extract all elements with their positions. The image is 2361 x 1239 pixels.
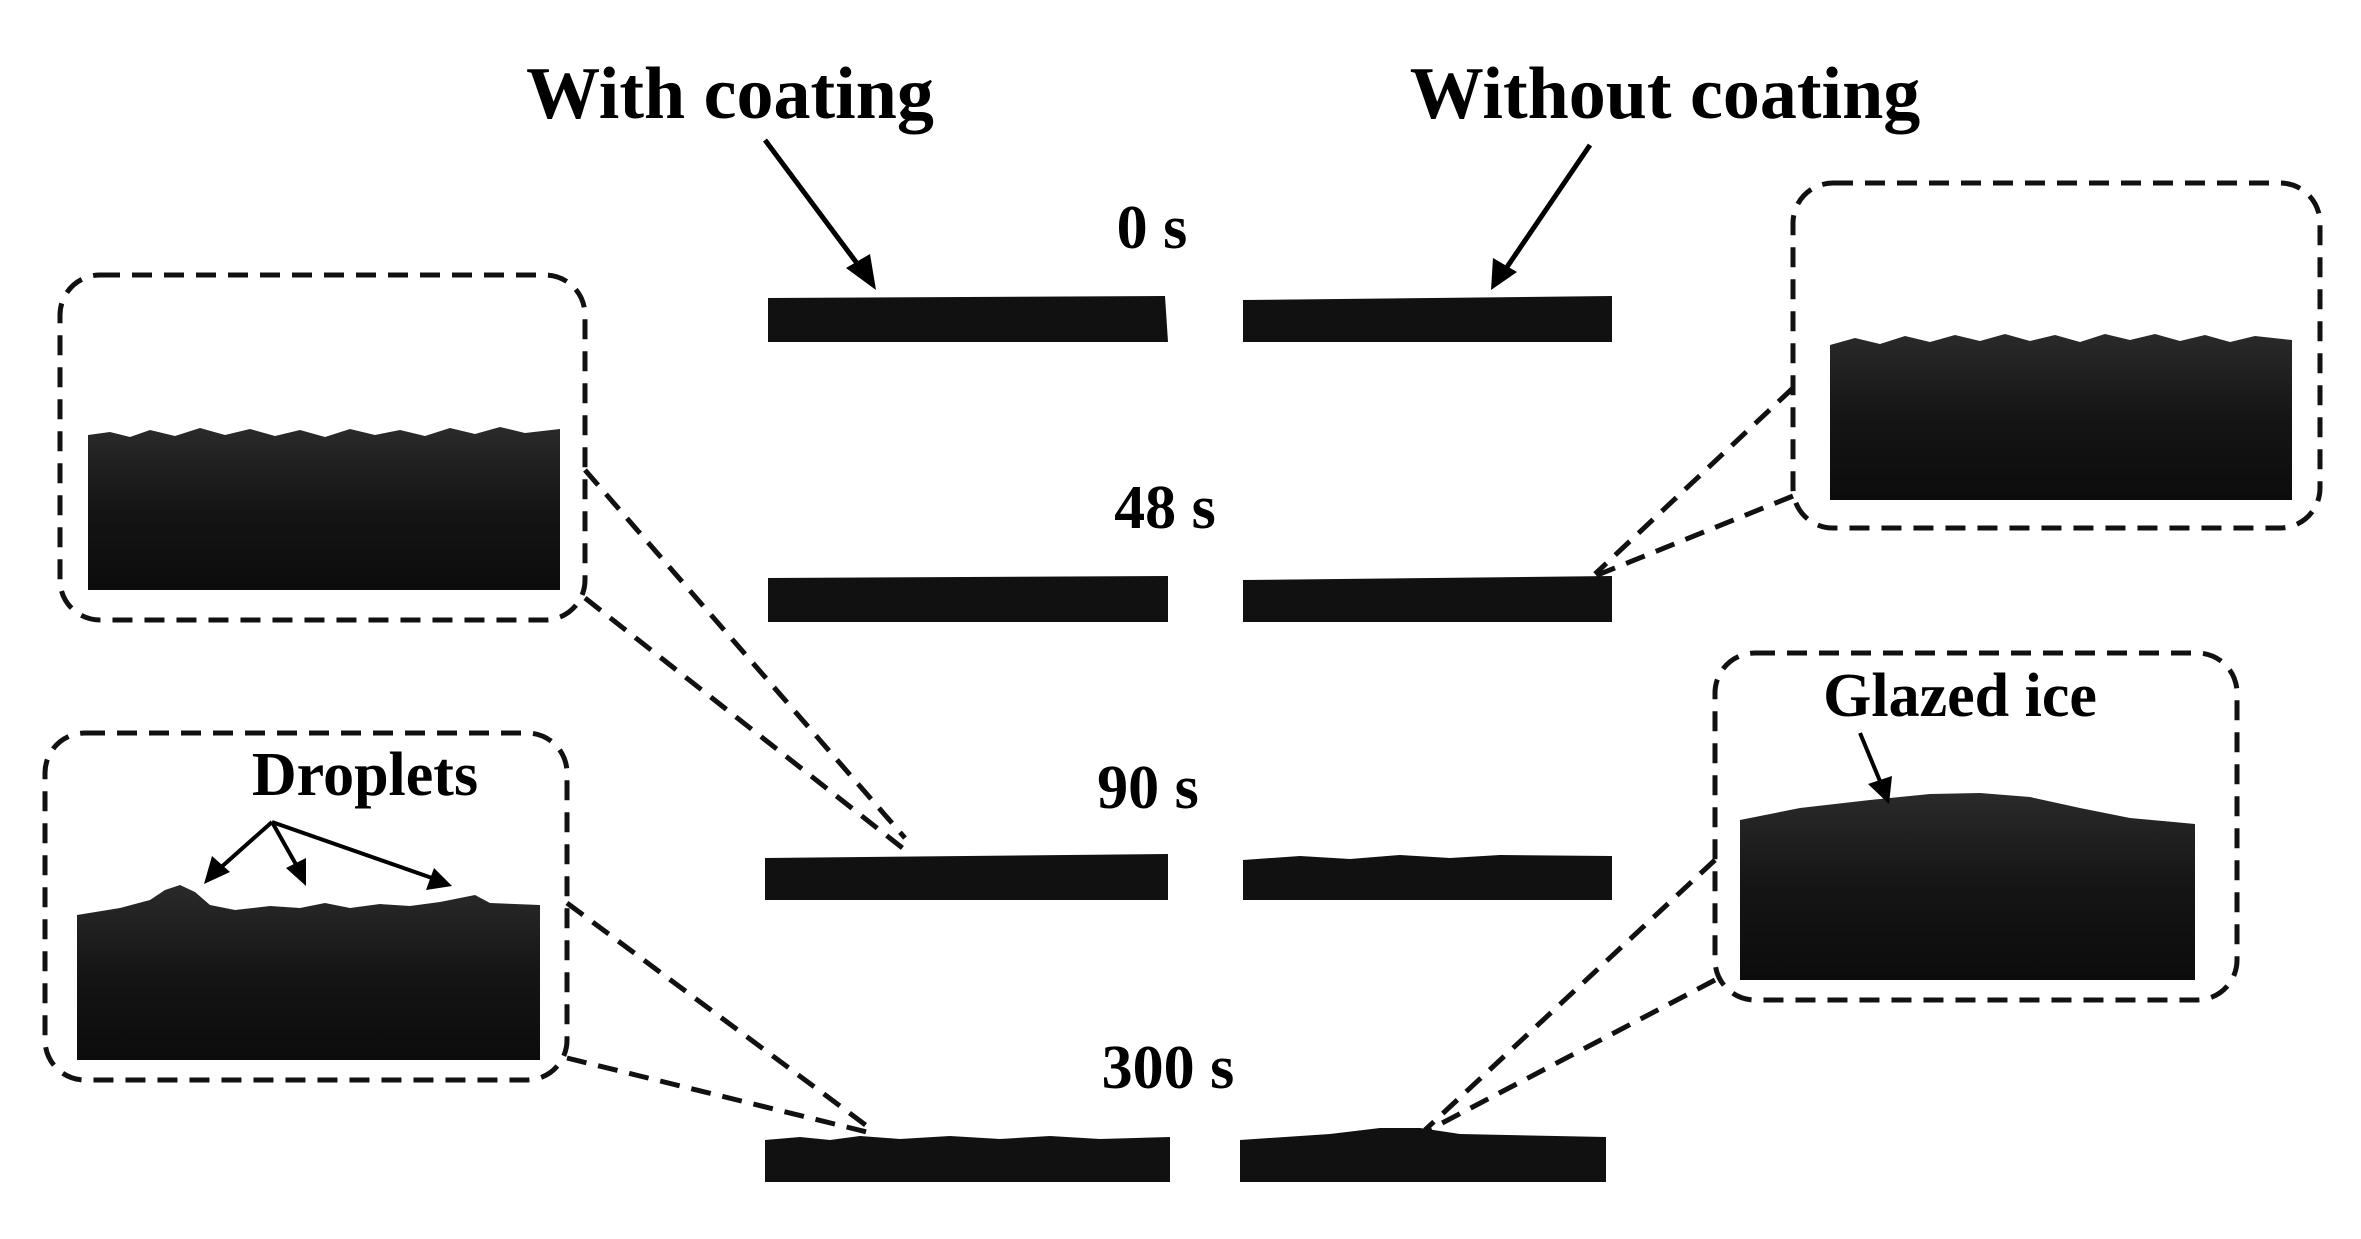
sample-coated-90s [765, 854, 1168, 900]
samples-with-coating [765, 296, 1170, 1182]
sample-coated-48s [768, 576, 1168, 622]
without-coating-label: Without coating [1410, 53, 1921, 135]
inset-sample-image [88, 427, 560, 590]
samples-without-coating [1240, 296, 1612, 1182]
droplets-label: Droplets [252, 741, 478, 809]
inset-frame [1712, 650, 2240, 1003]
inset-connectors [565, 386, 1795, 1137]
without-coating-arrow [1491, 143, 1593, 290]
connector-coated-48s-lower [583, 596, 907, 852]
inset-uncoated-48s [1790, 180, 2323, 531]
glazed-ice-label: Glazed ice [1823, 662, 2097, 730]
inset-frame [1790, 180, 2323, 531]
with-coating-label: With coating [526, 53, 934, 135]
time-label-90: 90 s [1097, 754, 1199, 822]
sample-coated-300s [765, 1136, 1170, 1182]
connector-uncoated-48s-lower [1594, 493, 1794, 579]
time-label-300: 300 s [1102, 1034, 1235, 1102]
glazed-ice-arrow [1858, 732, 1892, 804]
sample-uncoated-0s [1243, 296, 1612, 342]
connector-uncoated-300s-lower [1423, 977, 1717, 1135]
inset-sample-image [77, 885, 540, 1060]
with-coating-arrow [762, 138, 876, 290]
connector-coated-48s-upper [583, 468, 907, 840]
time-label-0: 0 s [1117, 194, 1188, 262]
connector-uncoated-300s-upper [1423, 858, 1717, 1132]
sample-uncoated-48s [1243, 576, 1612, 622]
time-label-48: 48 s [1114, 474, 1216, 542]
sample-coated-0s [768, 296, 1168, 342]
sample-uncoated-300s [1240, 1128, 1606, 1182]
connector-coated-300s-upper [565, 900, 877, 1135]
inset-sample-image [1830, 334, 2292, 500]
inset-sample-image [1740, 793, 2195, 980]
inset-frame [57, 272, 588, 623]
connector-coated-300s-lower [566, 1055, 876, 1137]
inset-frame [42, 730, 570, 1083]
inset-uncoated-300s: Glazed ice [1712, 650, 2240, 1003]
connector-uncoated-48s-upper [1593, 386, 1795, 576]
inset-coated-300s: Droplets [42, 730, 570, 1083]
sample-uncoated-90s [1243, 855, 1612, 900]
inset-coated-48s [57, 272, 588, 623]
droplets-arrows [204, 820, 452, 890]
